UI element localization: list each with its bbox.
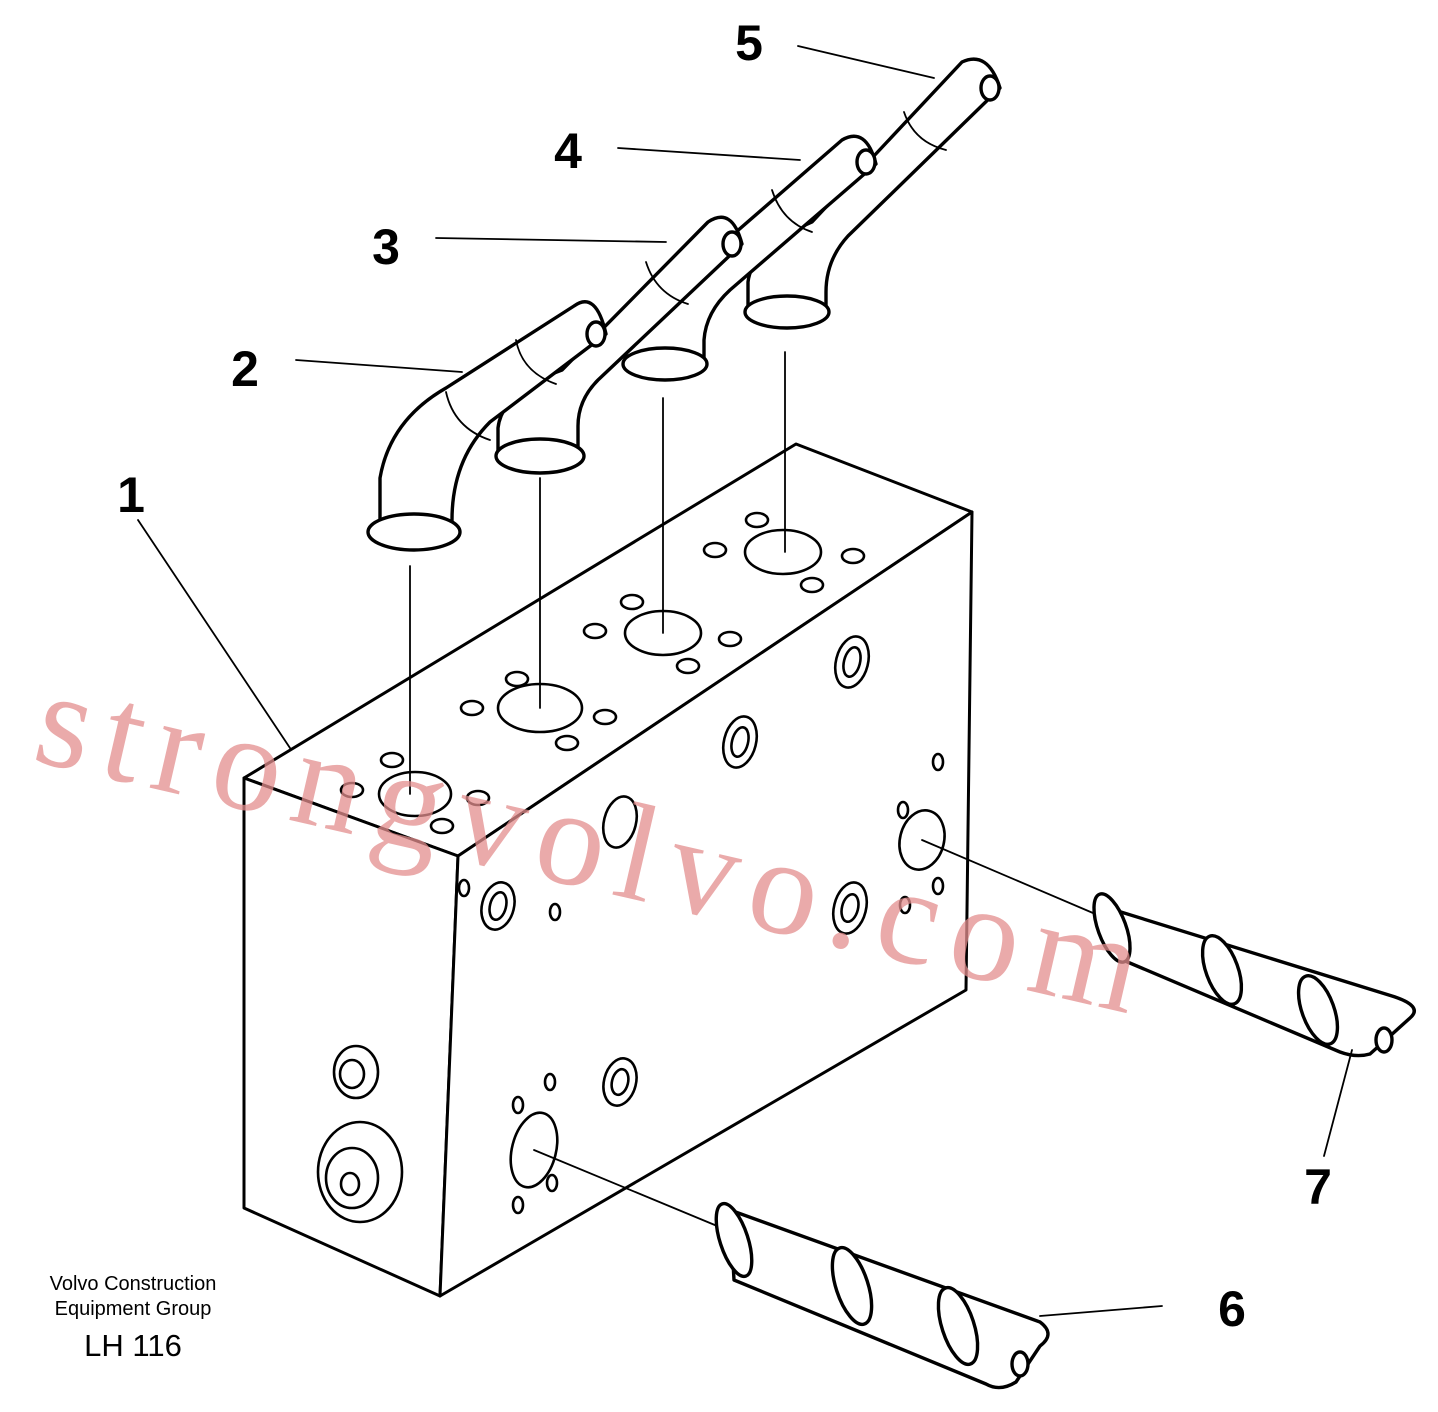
callout-4: 4: [554, 123, 582, 179]
callout-labels: 1 2 3 4 5 6 7: [117, 15, 1332, 1337]
company-name: Volvo Construction Equipment Group: [28, 1272, 238, 1322]
valve-block: [242, 442, 974, 1298]
callout-6: 6: [1218, 1281, 1246, 1337]
leader-lines: [137, 45, 1353, 1317]
callout-5: 5: [735, 15, 763, 71]
pipe-7: [921, 839, 1416, 1058]
block-front-face: [438, 510, 974, 1298]
callout-2: 2: [231, 341, 259, 397]
company-line-1: Volvo Construction: [49, 1273, 217, 1295]
pipe-2: [366, 300, 608, 795]
drawing-code: LH 116: [84, 1328, 182, 1363]
callout-3: 3: [372, 219, 400, 275]
left-face-fittings: [316, 1044, 404, 1224]
callout-1: 1: [117, 467, 145, 523]
side-pipes: [533, 839, 1416, 1390]
company-line-2: Equipment Group: [54, 1298, 212, 1320]
pipe-6: [533, 1149, 1050, 1390]
callout-7: 7: [1304, 1159, 1332, 1215]
top-pipes: [366, 57, 1002, 795]
